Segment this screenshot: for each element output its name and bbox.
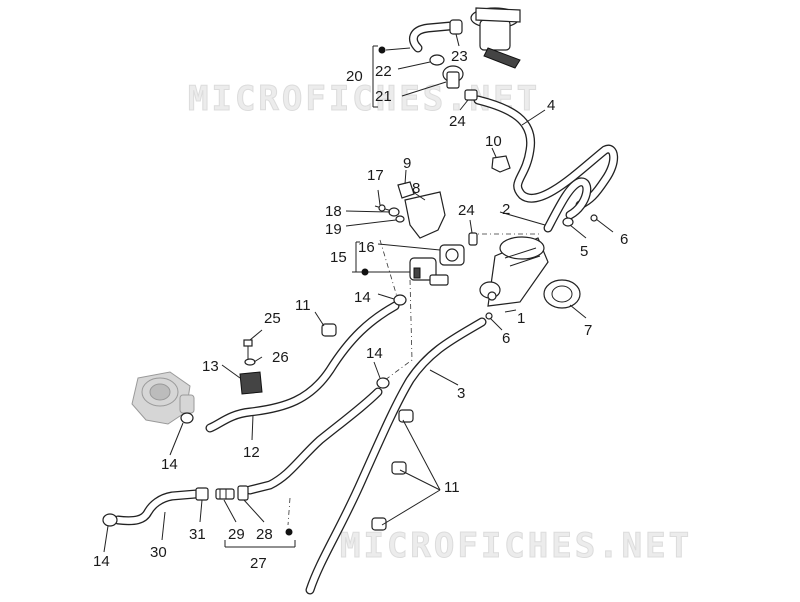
clamp-14-bottom — [102, 513, 118, 527]
callout-3: 3 — [457, 385, 465, 402]
throttle-body — [131, 371, 195, 425]
connector-29 — [215, 488, 235, 500]
fitting-31 — [195, 487, 209, 501]
callout-19: 19 — [325, 221, 342, 238]
callout-6-lower: 6 — [502, 330, 510, 347]
callout-10: 10 — [485, 133, 502, 150]
callout-14-throttle: 14 — [161, 456, 178, 473]
clamp-14-mid — [376, 377, 390, 389]
callout-24-top: 24 — [449, 113, 466, 130]
callout-17: 17 — [367, 167, 384, 184]
callout-labels: 1 2 3 4 5 6 6 7 8 9 10 11 11 12 13 14 14… — [93, 48, 628, 572]
callout-27: 27 — [250, 555, 267, 572]
purge-valve-16 — [439, 244, 465, 266]
hose-clamp-23 — [449, 19, 463, 35]
callout-29: 29 — [228, 526, 245, 543]
fuel-cap — [470, 7, 521, 69]
callout-30: 30 — [150, 544, 167, 561]
callout-6-right: 6 — [620, 231, 628, 248]
clip-10 — [491, 155, 511, 173]
leader-lines — [103, 33, 614, 553]
washer-26 — [244, 358, 256, 366]
mounting-strap-7 — [543, 279, 581, 309]
washer-22 — [429, 54, 445, 66]
callout-11-upper: 11 — [295, 297, 311, 314]
clip-11-c — [371, 517, 387, 531]
callout-28: 28 — [256, 526, 273, 543]
callout-7: 7 — [584, 322, 592, 339]
washer-18 — [388, 207, 400, 217]
bolt-25 — [243, 339, 253, 360]
clamp-14-upper — [393, 294, 407, 306]
callout-14-upper: 14 — [354, 289, 371, 306]
clip-11-upper — [321, 323, 337, 337]
hoses — [113, 21, 619, 595]
callout-18: 18 — [325, 203, 342, 220]
routing-lines — [287, 233, 540, 526]
callout-14-bottom: 14 — [93, 553, 110, 570]
clamp-24-top — [464, 89, 478, 101]
callout-12: 12 — [243, 444, 260, 461]
bracket-13 — [239, 371, 263, 395]
clip-11-a — [398, 409, 414, 423]
washer-19 — [395, 215, 405, 223]
callout-9: 9 — [403, 155, 411, 172]
callout-4: 4 — [547, 97, 555, 114]
carbon-canister-1 — [479, 236, 549, 307]
callout-8: 8 — [412, 180, 420, 197]
callout-20: 20 — [346, 68, 363, 85]
callout-23: 23 — [451, 48, 468, 65]
callout-26: 26 — [272, 349, 289, 366]
callout-5: 5 — [580, 243, 588, 260]
clamp-28 — [237, 485, 249, 501]
clamp-24-mid — [468, 232, 478, 246]
check-valve-21 — [442, 65, 464, 89]
clamp-14-throttle — [180, 412, 194, 424]
callout-21: 21 — [375, 88, 392, 105]
watermark-bottom: MICROFICHES.NET — [340, 526, 692, 566]
callout-25: 25 — [264, 310, 281, 327]
callout-14-mid: 14 — [366, 345, 383, 362]
callout-31: 31 — [189, 526, 206, 543]
clip-9 — [397, 181, 415, 199]
callout-15: 15 — [330, 249, 347, 266]
callout-2: 2 — [502, 201, 510, 218]
bracket-8 — [404, 191, 446, 239]
callout-24-mid: 24 — [458, 202, 475, 219]
clamp-5 — [562, 217, 574, 227]
callout-1: 1 — [517, 310, 525, 327]
callout-11-lower: 11 — [444, 479, 460, 496]
valve-assembly-15 — [409, 257, 449, 286]
cap-6-right — [590, 214, 598, 222]
callout-16: 16 — [358, 239, 375, 256]
cap-6-lower — [485, 312, 493, 320]
callout-22: 22 — [375, 63, 392, 80]
callout-13: 13 — [202, 358, 219, 375]
